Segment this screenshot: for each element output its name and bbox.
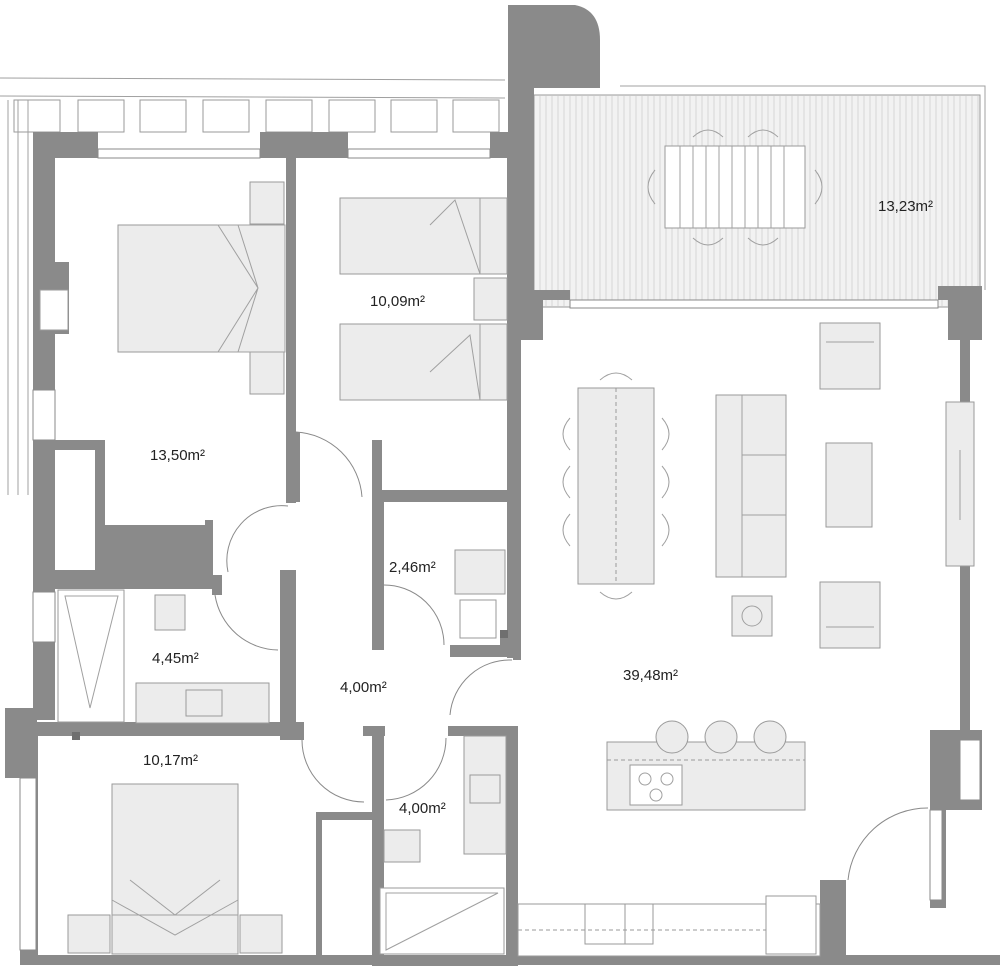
tv-unit [945, 401, 975, 567]
windows [19, 148, 981, 951]
side-table [731, 595, 773, 637]
bathroom-1-fixtures [57, 589, 270, 724]
room-labels: 13,50m² 10,09m² 4,45m² 2,46m² 4,00m² 4,0… [143, 198, 933, 817]
sofa [715, 394, 787, 578]
room-area-bedroom-3: 10,17m² [143, 752, 198, 769]
room-area-living-kitchen: 39,48m² [623, 667, 678, 684]
twin-beds [339, 197, 508, 401]
room-area-bathroom-2: 4,00m² [399, 800, 446, 817]
room-area-bedroom-2: 10,09m² [370, 293, 425, 310]
room-area-terrace: 13,23m² [878, 198, 933, 215]
room-area-hallway: 4,00m² [340, 679, 387, 696]
balcony-railing [0, 77, 506, 495]
storage-fixtures [454, 549, 508, 639]
room-area-storage: 2,46m² [389, 559, 436, 576]
armchairs [819, 322, 881, 649]
doors [214, 431, 929, 881]
kitchen-counter [517, 895, 821, 957]
double-bed-1 [39, 181, 286, 395]
bathroom-2-fixtures [379, 735, 507, 955]
room-area-bedroom-1: 13,50m² [150, 447, 205, 464]
terrace [533, 85, 986, 308]
dining-table [562, 372, 670, 600]
double-bed-3 [67, 732, 283, 955]
room-area-bathroom-1: 4,45m² [152, 650, 199, 667]
coffee-table [825, 442, 873, 528]
terrace-table [664, 145, 806, 229]
kitchen-island [606, 720, 806, 811]
